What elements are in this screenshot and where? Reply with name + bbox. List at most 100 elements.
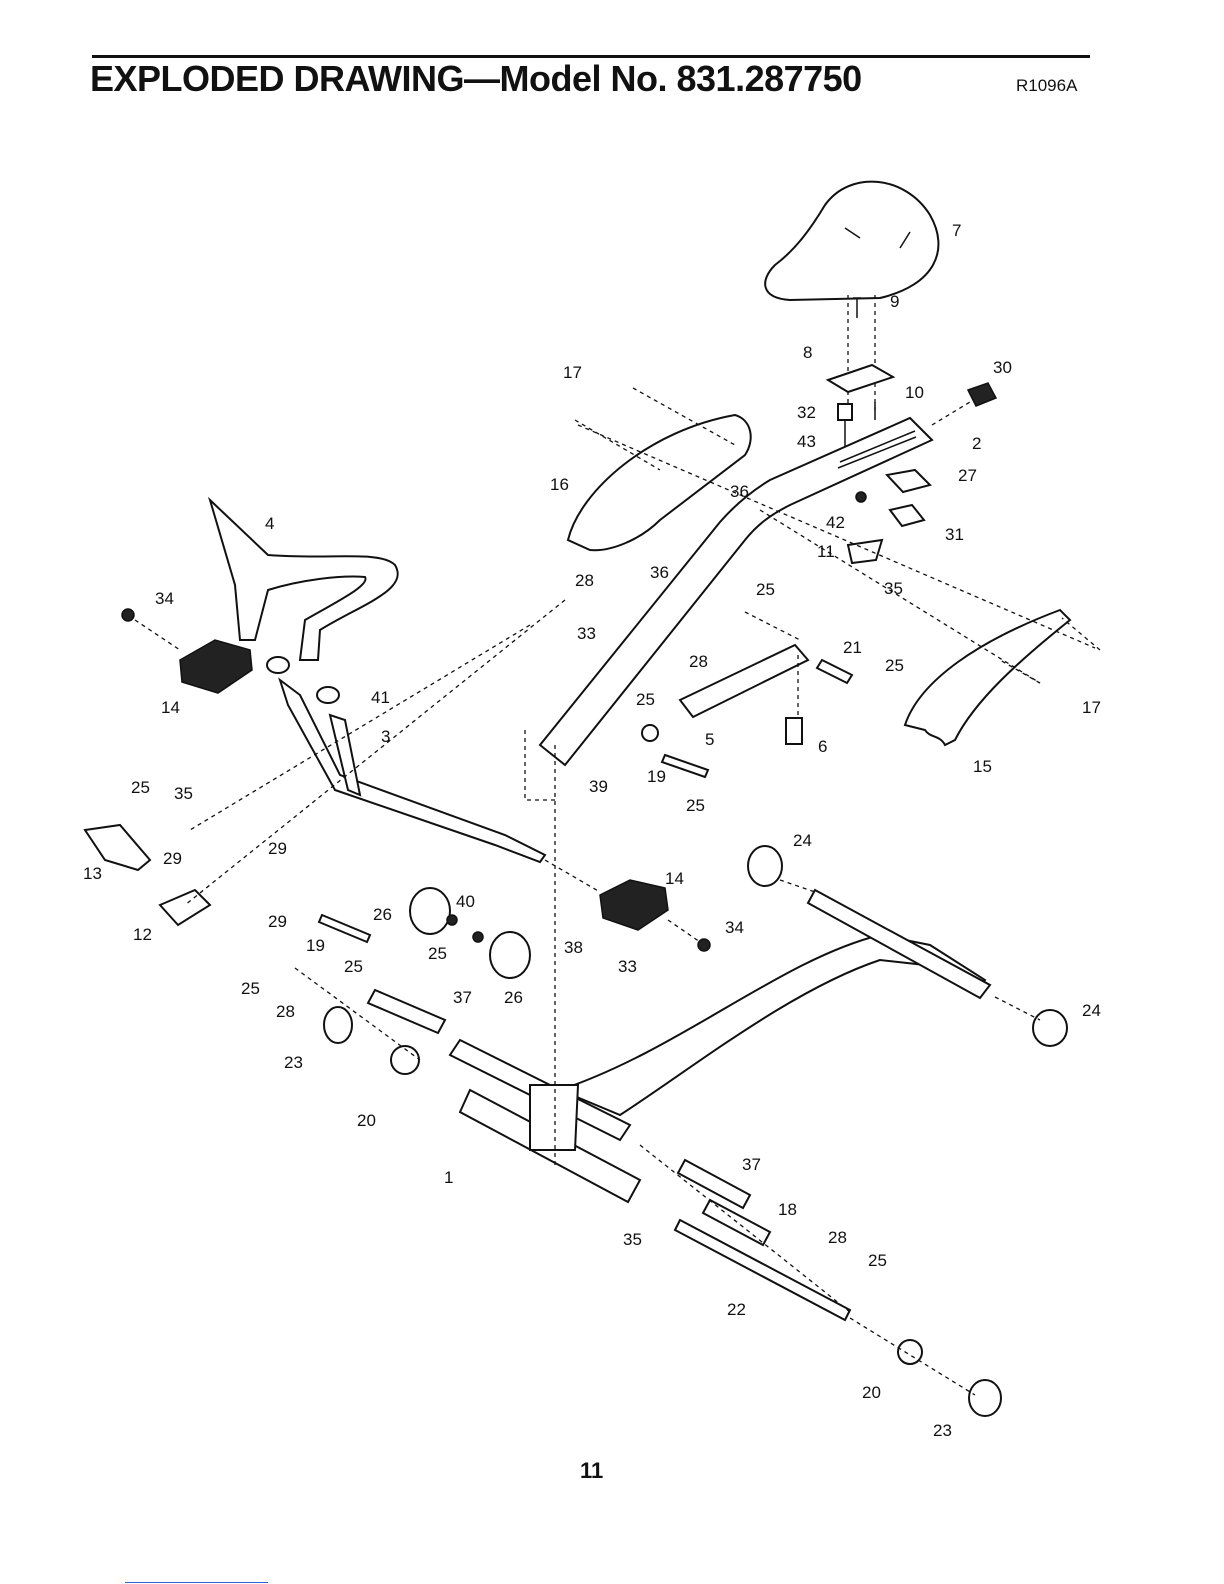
part-callout-36: 36 — [650, 563, 669, 582]
part-callout-3: 3 — [381, 727, 390, 746]
seat-bracket — [828, 365, 893, 392]
part-callout-27: 27 — [958, 466, 977, 485]
part-callout-42: 42 — [826, 513, 845, 532]
part-callout-28: 28 — [828, 1228, 847, 1247]
pedal-arm — [280, 680, 545, 862]
part-callout-25: 25 — [885, 656, 904, 675]
part-callout-29: 29 — [268, 839, 287, 858]
part-callout-33: 33 — [618, 957, 637, 976]
part-callout-28: 28 — [276, 1002, 295, 1021]
part-callout-20: 20 — [357, 1111, 376, 1130]
part-callout-8: 8 — [803, 343, 812, 362]
part-callout-12: 12 — [133, 925, 152, 944]
part-callout-29: 29 — [163, 849, 182, 868]
part-callout-2: 2 — [972, 434, 981, 453]
wheel — [324, 1007, 352, 1043]
part-callout-37: 37 — [453, 988, 472, 1007]
wheel — [490, 932, 530, 978]
part-callout-24: 24 — [1082, 1001, 1101, 1020]
end-cap — [968, 383, 996, 406]
part-callout-30: 30 — [993, 358, 1012, 377]
part-callout-31: 31 — [945, 525, 964, 544]
nut — [122, 609, 134, 621]
bottom-line — [125, 1582, 268, 1583]
part-callout-9: 9 — [890, 292, 899, 311]
part-callout-29: 29 — [268, 912, 287, 931]
pedal-right — [600, 880, 668, 930]
bushing — [267, 657, 289, 673]
part-callout-4: 4 — [265, 514, 274, 533]
part-callout-18: 18 — [778, 1200, 797, 1219]
part-callout-34: 34 — [725, 918, 744, 937]
part-callout-13: 13 — [83, 864, 102, 883]
part-callout-19: 19 — [647, 767, 666, 786]
part-callout-34: 34 — [155, 589, 174, 608]
part-callout-21: 21 — [843, 638, 862, 657]
nut — [698, 939, 710, 951]
axle — [817, 660, 852, 683]
part-callout-25: 25 — [344, 957, 363, 976]
handlebar — [210, 500, 398, 660]
part-callout-25: 25 — [686, 796, 705, 815]
part-callout-17: 17 — [1082, 698, 1101, 717]
seat — [765, 182, 938, 300]
part-callout-11: 11 — [817, 542, 835, 561]
part-callout-7: 7 — [952, 221, 961, 240]
part-callout-39: 39 — [589, 777, 608, 796]
part-callout-25: 25 — [428, 944, 447, 963]
part-callout-17: 17 — [563, 363, 582, 382]
seat-knob — [838, 404, 852, 420]
nut — [856, 492, 866, 502]
part-callout-20: 20 — [862, 1383, 881, 1402]
wheel — [410, 888, 450, 934]
part-callout-36: 36 — [730, 482, 749, 501]
shroud-right — [905, 610, 1070, 745]
part-callout-14: 14 — [161, 698, 180, 717]
part-callout-5: 5 — [705, 730, 714, 749]
part-callout-14: 14 — [665, 869, 684, 888]
part-callout-25: 25 — [636, 690, 655, 709]
part-callout-28: 28 — [575, 571, 594, 590]
end-cap — [1033, 1010, 1067, 1046]
part-callout-35: 35 — [174, 784, 193, 803]
part-callout-41: 41 — [371, 688, 390, 707]
upper-frame — [540, 418, 932, 765]
part-callout-23: 23 — [933, 1421, 952, 1440]
part-callout-22: 22 — [727, 1300, 746, 1319]
bushing — [317, 687, 339, 703]
part-callout-19: 19 — [306, 936, 325, 955]
end-cap — [748, 846, 782, 886]
part-callout-40: 40 — [456, 892, 475, 911]
part-callout-6: 6 — [818, 737, 827, 756]
part-callout-43: 43 — [797, 432, 816, 451]
bracket-12 — [160, 890, 210, 925]
part-callout-25: 25 — [131, 778, 150, 797]
part-callout-24: 24 — [793, 831, 812, 850]
part-callout-25: 25 — [241, 979, 260, 998]
pedal-left — [180, 640, 252, 693]
part-callout-15: 15 — [973, 757, 992, 776]
part-callout-26: 26 — [504, 988, 523, 1007]
wheel-hub — [391, 1046, 419, 1074]
part-callout-16: 16 — [550, 475, 569, 494]
part-callout-35: 35 — [623, 1230, 642, 1249]
part-callout-1: 1 — [444, 1168, 453, 1187]
part-callout-23: 23 — [284, 1053, 303, 1072]
part-callout-32: 32 — [797, 403, 816, 422]
part-callout-26: 26 — [373, 905, 392, 924]
part-callout-37: 37 — [742, 1155, 761, 1174]
part-callout-38: 38 — [564, 938, 583, 957]
part-callout-33: 33 — [577, 624, 596, 643]
part-callout-25: 25 — [868, 1251, 887, 1270]
bracket — [887, 470, 930, 492]
part-callout-25: 25 — [756, 580, 775, 599]
part-callout-10: 10 — [905, 383, 924, 402]
spacer — [786, 718, 802, 744]
bracket-plate — [890, 505, 924, 526]
wheel — [969, 1380, 1001, 1416]
page-number: 11 — [580, 1458, 603, 1484]
part-callout-28: 28 — [689, 652, 708, 671]
part-callout-35: 35 — [884, 579, 903, 598]
